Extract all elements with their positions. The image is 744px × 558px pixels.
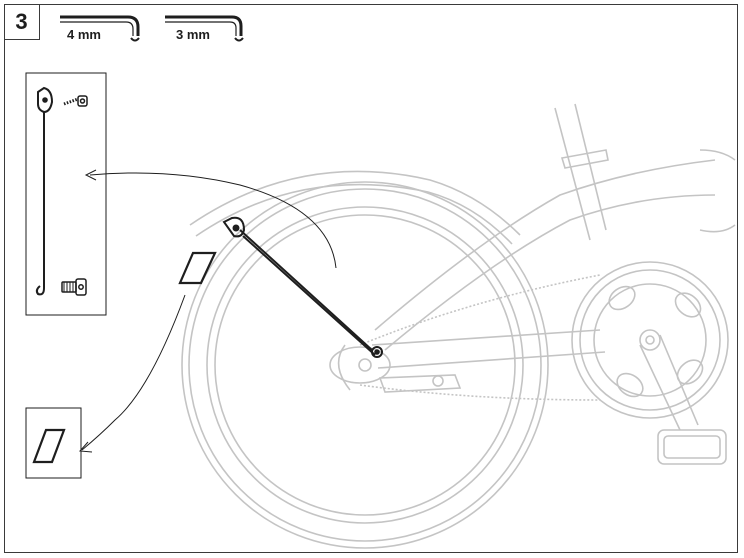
reflector-icon [32, 428, 66, 464]
reflector-detail-box [25, 407, 82, 479]
bicycle-outline [181, 103, 736, 549]
hex-key-4mm-icon [60, 15, 140, 42]
fender-stay-icon [35, 86, 54, 296]
reflector-installed [178, 251, 217, 285]
step-number: 3 [4, 4, 40, 40]
bolt-icon [61, 278, 87, 296]
callout-arrows [78, 169, 337, 453]
tool-4mm-label: 4 mm [67, 27, 101, 42]
small-bolt-icon [63, 95, 88, 107]
hex-key-3mm-icon [165, 15, 244, 42]
fender-stay-installed [222, 216, 383, 358]
tool-3mm-label: 3 mm [176, 27, 210, 42]
stay-detail-box [25, 72, 107, 316]
